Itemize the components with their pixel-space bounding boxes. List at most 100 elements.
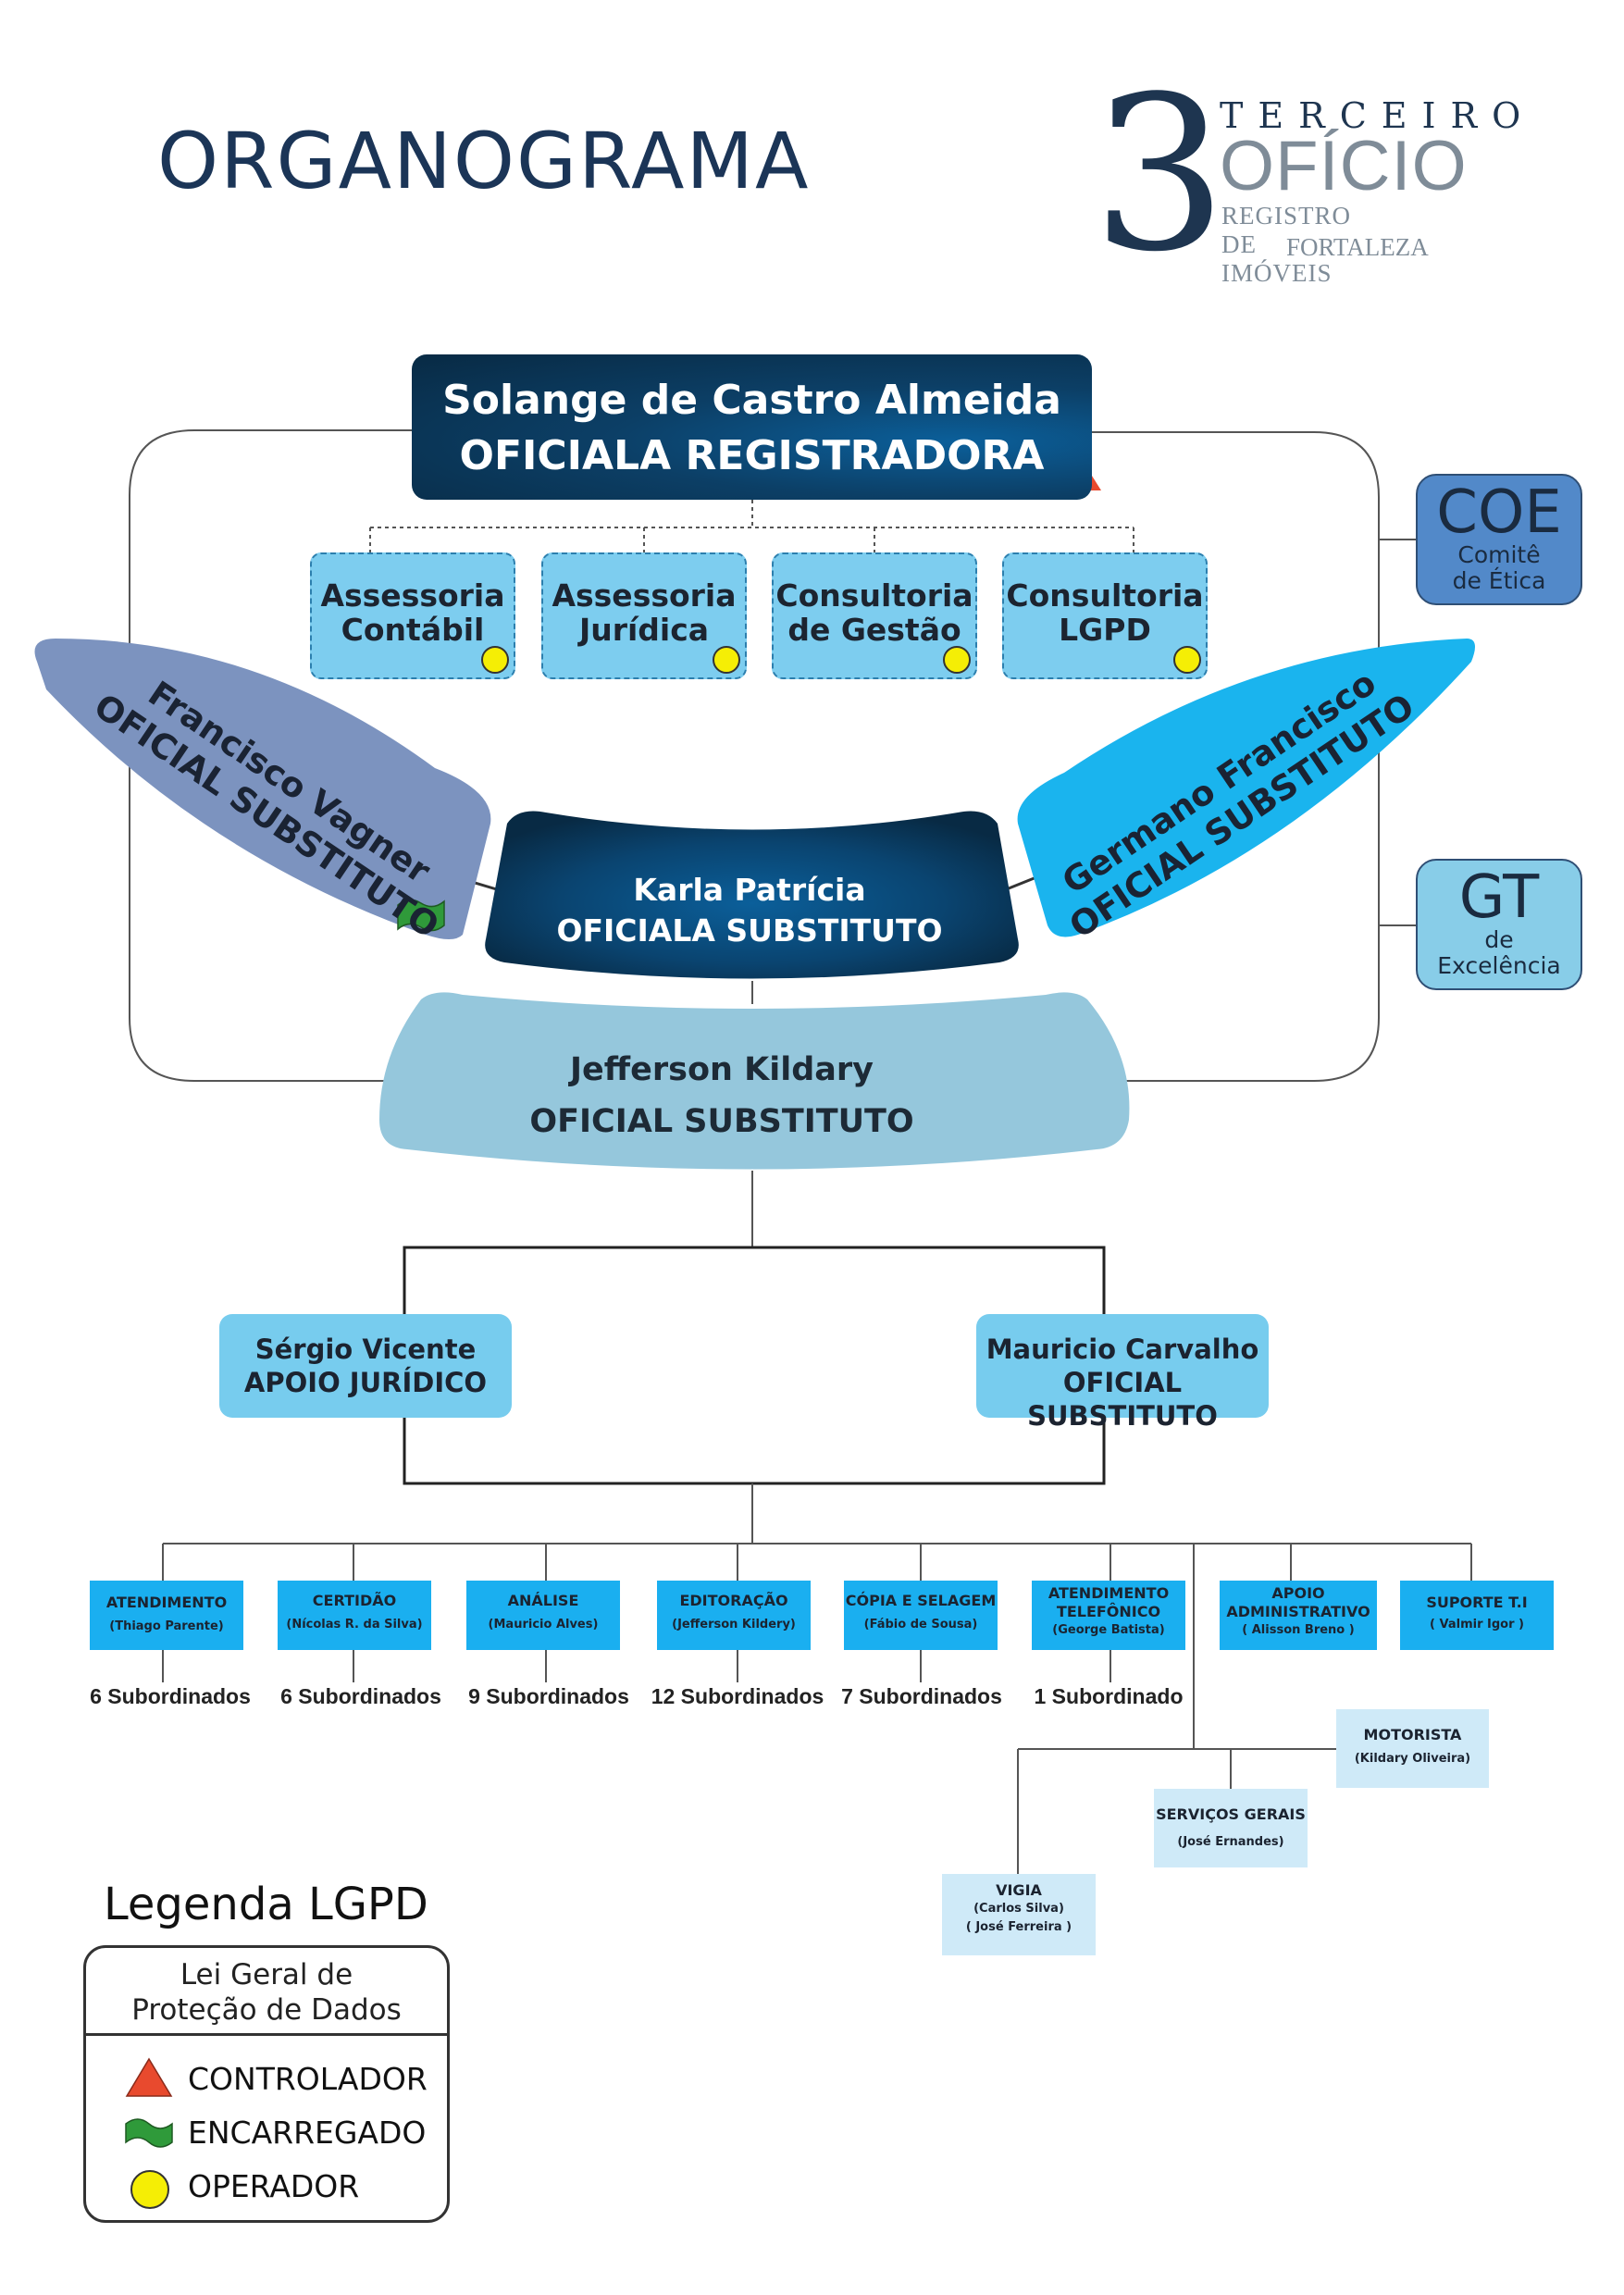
head-node: Solange de Castro Almeida OFICIALA REGIS…	[412, 354, 1092, 500]
advisory-label: Assessoria	[320, 577, 505, 614]
advisory-label: Contábil	[341, 612, 485, 648]
operador-marker	[481, 646, 509, 674]
department-box: APOIO ADMINISTRATIVO ( Alisson Breno )	[1220, 1581, 1377, 1650]
support-box-driver: MOTORISTA (Kildary Oliveira)	[1336, 1709, 1489, 1788]
substitute-center: Karla Patrícia OFICIALA SUBSTITUTO	[518, 870, 981, 951]
encarregado-marker	[397, 899, 445, 932]
committee-abbr: GT	[1458, 863, 1540, 932]
department-label: CERTIDÃO	[312, 1592, 397, 1609]
logo-line1: TERCEIRO	[1220, 95, 1536, 136]
department-label: ANÁLISE	[507, 1592, 579, 1609]
operador-marker	[713, 646, 740, 674]
committee-label: Excelência	[1437, 952, 1561, 979]
department-label: SUPORTE T.I	[1426, 1594, 1528, 1611]
support-label: SERVIÇOS GERAIS	[1156, 1805, 1306, 1823]
advisory-box: Consultoria LGPD	[1002, 552, 1208, 679]
operador-marker	[1173, 646, 1201, 674]
department-label: TELEFÔNICO	[1056, 1603, 1161, 1620]
advisory-label: Assessoria	[552, 577, 737, 614]
logo-line4: FORTALEZA	[1286, 233, 1429, 261]
advisory-label: de Gestão	[787, 612, 961, 648]
operador-marker	[943, 646, 971, 674]
department-label: ATENDIMENTO	[1048, 1584, 1170, 1602]
department-box: ATENDIMENTO (Thiago Parente)	[90, 1581, 243, 1650]
triangle-icon	[125, 2057, 173, 2097]
department-box: CERTIDÃO (Nícolas R. da Silva)	[278, 1581, 431, 1650]
mid-name: Sérgio Vicente	[254, 1334, 477, 1365]
logo-digit: 3	[1092, 52, 1228, 299]
subordinate-count: 9 Subordinados	[468, 1684, 629, 1708]
legend-divider	[86, 2033, 447, 2036]
committee-label: de	[1484, 926, 1514, 953]
advisory-box: Assessoria Jurídica	[541, 552, 747, 679]
committee-label: de Ética	[1452, 567, 1546, 594]
legend-title: Legenda LGPD	[104, 1879, 428, 1930]
committee-label: Comitê	[1457, 541, 1541, 568]
mid-node-legal: Sérgio Vicente APOIO JURÍDICO	[219, 1314, 512, 1418]
subordinate-count: 6 Subordinados	[280, 1684, 441, 1708]
substitute-name: Karla Patrícia	[633, 872, 866, 908]
head-role: OFICIALA REGISTRADORA	[459, 432, 1045, 479]
department-box: EDITORAÇÃO (Jefferson Kildery)	[657, 1581, 811, 1650]
logo-line3: REGISTRO DE IMÓVEIS	[1221, 202, 1352, 287]
department-lead: ( Alisson Breno )	[1242, 1623, 1355, 1637]
department-box: ATENDIMENTO TELEFÔNICO (George Batista)	[1032, 1581, 1185, 1650]
legend-item-operador: OPERADOR	[188, 2168, 360, 2204]
department-label: CÓPIA E SELAGEM	[845, 1592, 997, 1609]
legend-heading-line: Lei Geral de	[180, 1958, 353, 1991]
mid-node-substitute: Mauricio Carvalho OFICIAL SUBSTITUTO	[976, 1314, 1269, 1432]
subordinate-count: 6 Subordinados	[90, 1684, 251, 1708]
committee-gt: GT de Excelência	[1416, 859, 1582, 990]
support-box-services: SERVIÇOS GERAIS (José Ernandes)	[1154, 1789, 1308, 1867]
support-lead: (José Ernandes)	[1177, 1835, 1284, 1849]
substitute-name: Jefferson Kildary	[570, 1051, 874, 1088]
legend-item-controlador: CONTROLADOR	[188, 2061, 428, 2097]
page-title: ORGANOGRAMA	[157, 116, 811, 206]
mid-name: Mauricio Carvalho	[986, 1334, 1259, 1365]
advisory-label: Consultoria	[775, 577, 973, 614]
department-lead: (Thiago Parente)	[109, 1619, 224, 1633]
substitute-role: OFICIAL SUBSTITUTO	[529, 1103, 914, 1140]
subordinate-count: 7 Subordinados	[841, 1684, 1002, 1708]
substitute-right-shape	[1017, 639, 1475, 937]
advisory-label: Jurídica	[578, 612, 710, 648]
legend-box: Lei Geral de Proteção de Dados CONTROLAD…	[83, 1945, 450, 2223]
circle-icon	[130, 2170, 169, 2209]
substitute-lower: Jefferson Kildary OFICIAL SUBSTITUTO	[435, 1044, 1009, 1148]
advisory-box: Consultoria de Gestão	[772, 552, 977, 679]
legend-item-encarregado: ENCARREGADO	[188, 2115, 427, 2151]
department-lead: (Mauricio Alves)	[488, 1618, 599, 1631]
department-lead: (George Batista)	[1052, 1623, 1165, 1637]
mid-role: APOIO JURÍDICO	[243, 1367, 488, 1398]
substitute-left-shape	[34, 639, 491, 939]
department-box: ANÁLISE (Mauricio Alves)	[466, 1581, 620, 1650]
mid-role: OFICIAL SUBSTITUTO	[1027, 1367, 1218, 1432]
support-lead: (Kildary Oliveira)	[1354, 1752, 1471, 1766]
department-box: SUPORTE T.I ( Valmir Igor )	[1400, 1581, 1554, 1650]
department-lead: (Fábio de Sousa)	[863, 1618, 978, 1631]
support-label: MOTORISTA	[1363, 1726, 1462, 1743]
department-label: APOIO	[1271, 1584, 1325, 1602]
advisory-label: Consultoria	[1006, 577, 1204, 614]
department-lead: (Nícolas R. da Silva)	[286, 1618, 423, 1631]
department-lead: (Jefferson Kildery)	[672, 1618, 796, 1631]
subordinate-count: 1 Subordinado	[1034, 1684, 1184, 1708]
head-name: Solange de Castro Almeida	[442, 377, 1061, 424]
substitute-lower-shape	[379, 992, 1130, 1170]
flag-icon	[125, 2118, 173, 2148]
support-box-guard: VIGIA (Carlos Silva) ( José Ferreira )	[942, 1874, 1096, 1955]
subordinate-count: 12 Subordinados	[651, 1684, 824, 1708]
logo-line2: OFÍCIO	[1220, 127, 1468, 205]
department-box: CÓPIA E SELAGEM (Fábio de Sousa)	[844, 1581, 998, 1650]
support-lead: (Carlos Silva)	[973, 1902, 1064, 1916]
legend-heading-line: Proteção de Dados	[131, 1993, 402, 2027]
department-label: ADMINISTRATIVO	[1226, 1603, 1370, 1620]
advisory-label: LGPD	[1059, 612, 1151, 648]
support-label: VIGIA	[996, 1881, 1042, 1899]
department-label: ATENDIMENTO	[105, 1594, 228, 1611]
substitute-center-shape	[485, 811, 1019, 979]
department-label: EDITORAÇÃO	[679, 1592, 788, 1609]
department-lead: ( Valmir Igor )	[1430, 1618, 1524, 1631]
legend-heading: Lei Geral de Proteção de Dados	[86, 1957, 447, 2028]
